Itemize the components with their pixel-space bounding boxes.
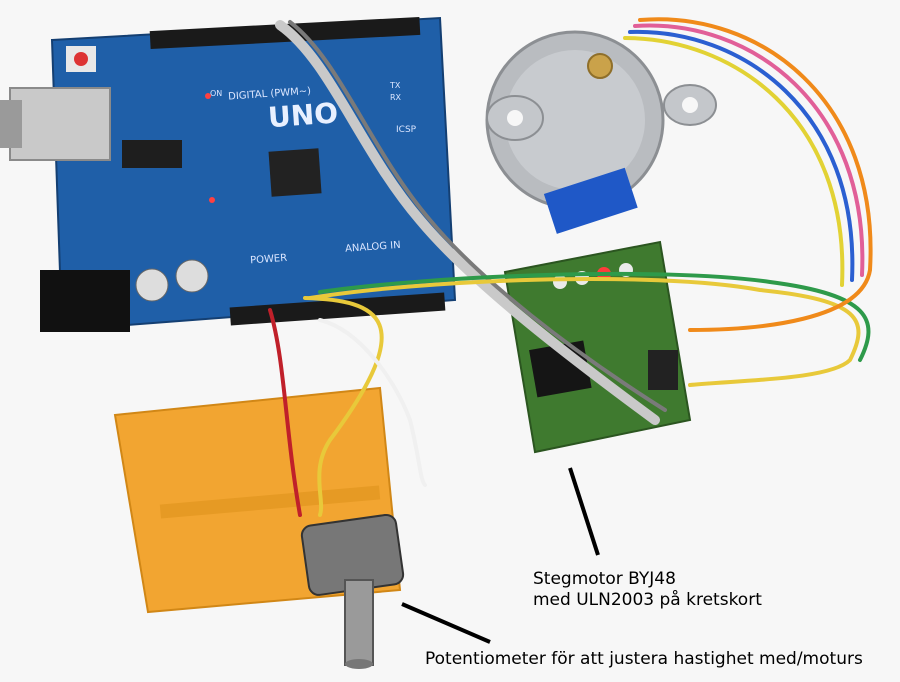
motor-pointer-line — [568, 467, 600, 556]
motor-caption: Stegmotor BYJ48 med ULN2003 på kretskort — [533, 569, 762, 611]
svg-text:ANALOG IN: ANALOG IN — [345, 240, 401, 255]
wires — [268, 17, 873, 517]
svg-text:ICSP: ICSP — [396, 125, 417, 135]
potentiometer-caption: Potentiometer för att justera hastighet … — [425, 649, 863, 669]
usb-connector — [9, 87, 111, 161]
arduino-uno-board: UNO DIGITAL (PWM~) POWER ANALOG IN ICSP … — [0, 16, 457, 332]
microcontroller-chip — [268, 148, 322, 197]
dc-jack — [40, 270, 130, 332]
svg-text:ON: ON — [210, 89, 222, 98]
motor-caption-line1: Stegmotor BYJ48 — [533, 569, 676, 589]
svg-text:UNO: UNO — [267, 96, 339, 134]
potentiometer — [300, 513, 405, 669]
svg-text:RX: RX — [390, 93, 402, 102]
svg-text:POWER: POWER — [250, 253, 288, 267]
stepper-motor — [485, 30, 717, 234]
potentiometer-pointer-line — [401, 602, 491, 644]
motor-caption-line2: med ULN2003 på kretskort — [533, 590, 762, 610]
svg-text:TX: TX — [389, 81, 401, 90]
